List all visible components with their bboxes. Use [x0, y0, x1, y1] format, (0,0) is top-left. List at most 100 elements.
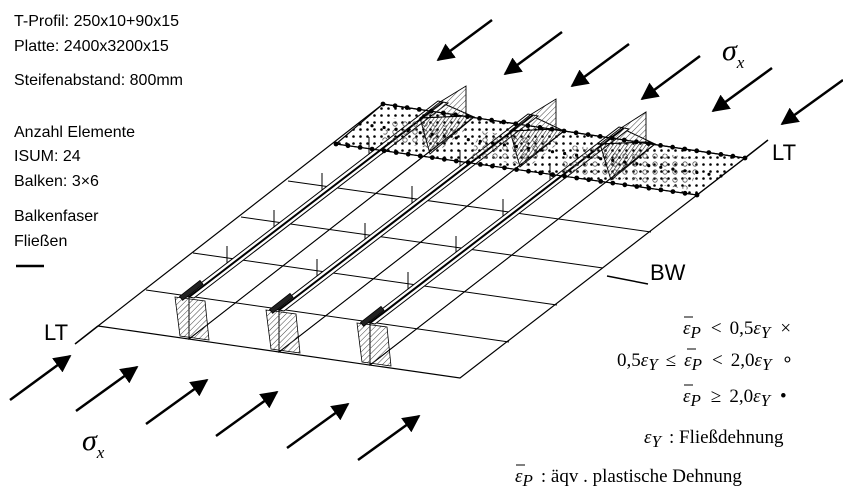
node-points: [333, 101, 748, 198]
legend-row-1: εP < 0,5εY ×: [683, 318, 791, 342]
node-point: [695, 170, 699, 175]
lt-top-marker-line: [744, 139, 769, 159]
node-point: [587, 155, 591, 159]
node-point: [466, 138, 470, 142]
node-point: [442, 134, 446, 138]
node-point: [357, 145, 363, 150]
node-point: [428, 108, 434, 114]
node-point: [658, 143, 663, 148]
node-point: [621, 137, 627, 143]
node-point: [549, 126, 555, 132]
node-point: [333, 141, 339, 147]
node-point: [392, 103, 398, 109]
node-point: [537, 125, 543, 130]
legend-row-3: εP ≥ 2,0εY •: [683, 386, 787, 410]
legend-def-plastic: εP : äqv . plastische Dehnung: [515, 466, 742, 490]
node-point: [405, 151, 411, 157]
node-point: [598, 179, 604, 184]
node-point: [417, 153, 423, 159]
node-point: [429, 155, 435, 161]
sigma-top-label: σx: [722, 34, 745, 72]
node-point: [623, 160, 627, 164]
node-point: [441, 156, 447, 162]
node-point: [454, 136, 458, 140]
node-point: [404, 105, 410, 110]
node-point: [477, 116, 482, 121]
node-point: [394, 127, 398, 131]
node-point: [513, 121, 519, 127]
node-point: [671, 167, 675, 171]
node-point: [670, 144, 675, 150]
node-point: [418, 131, 422, 135]
node-point: [610, 180, 616, 186]
node-point: [658, 187, 664, 193]
node-point: [526, 146, 531, 150]
node-point: [599, 157, 603, 161]
node-point: [634, 139, 639, 145]
node-point: [502, 143, 506, 147]
node-point: [718, 152, 724, 157]
node-point: [562, 173, 567, 179]
node-point: [563, 151, 567, 156]
profile-label: T-Profil: 250x10+90x15: [14, 13, 179, 30]
lt-bottom-marker-line: [74, 325, 99, 345]
fiber-legend-line2: Fließen: [14, 233, 67, 250]
node-point: [489, 117, 494, 123]
strain-legend: εP < 0,5εY × 0,5εY ≤ εP < 2,0εY ∘ εP ≥ 2…: [515, 316, 793, 490]
node-point: [453, 158, 459, 164]
node-point: [647, 164, 651, 168]
node-point: [611, 158, 615, 162]
node-point: [393, 150, 399, 155]
node-point: [707, 172, 711, 176]
node-point: [586, 177, 592, 183]
node-point: [646, 185, 652, 191]
node-point: [478, 162, 483, 167]
node-point: [575, 153, 579, 157]
bw-marker-line: [606, 275, 649, 285]
node-point: [466, 160, 471, 166]
node-point: [526, 168, 531, 174]
node-point: [609, 135, 615, 141]
plate-label: Platte: 2400x3200x15: [14, 38, 169, 55]
node-point: [573, 130, 579, 136]
node-point: [382, 125, 386, 130]
load-arrows-top: [436, 18, 843, 126]
node-point: [490, 141, 494, 145]
node-point: [597, 134, 603, 139]
bw-label: BW: [650, 260, 686, 285]
node-point: [646, 141, 651, 147]
node-point: [490, 163, 495, 169]
lt-top-label: LT: [772, 140, 796, 165]
yielded-webs-bottom: [174, 279, 392, 367]
node-point: [381, 148, 387, 154]
node-point: [345, 143, 351, 149]
node-point: [370, 124, 374, 128]
node-point: [682, 190, 688, 196]
node-point: [369, 146, 375, 152]
node-point: [634, 184, 640, 189]
node-point: [538, 148, 543, 152]
node-point: [440, 110, 446, 116]
node-point: [706, 150, 712, 156]
node-point: [525, 123, 531, 128]
node-point: [622, 182, 628, 188]
node-point: [670, 189, 676, 195]
node-point: [574, 175, 580, 181]
node-point: [730, 153, 736, 159]
isum-label: ISUM: 24: [14, 148, 81, 165]
elements-heading: Anzahl Elemente: [14, 124, 135, 141]
legend-row-2: 0,5εY ≤ εP < 2,0εY ∘: [617, 350, 793, 374]
legend-def-yield: εY : Fließdehnung: [644, 427, 784, 451]
load-arrows-bottom: [9, 354, 421, 462]
node-point: [659, 165, 663, 169]
node-point: [550, 150, 555, 154]
node-point: [465, 114, 470, 119]
node-point: [719, 174, 723, 178]
node-point: [358, 122, 362, 126]
node-point: [501, 119, 507, 125]
node-point: [453, 112, 458, 118]
spacing-label: Steifenabstand: 800mm: [14, 72, 183, 89]
fiber-legend-line1: Balkenfaser: [14, 208, 99, 225]
node-point: [694, 192, 700, 198]
